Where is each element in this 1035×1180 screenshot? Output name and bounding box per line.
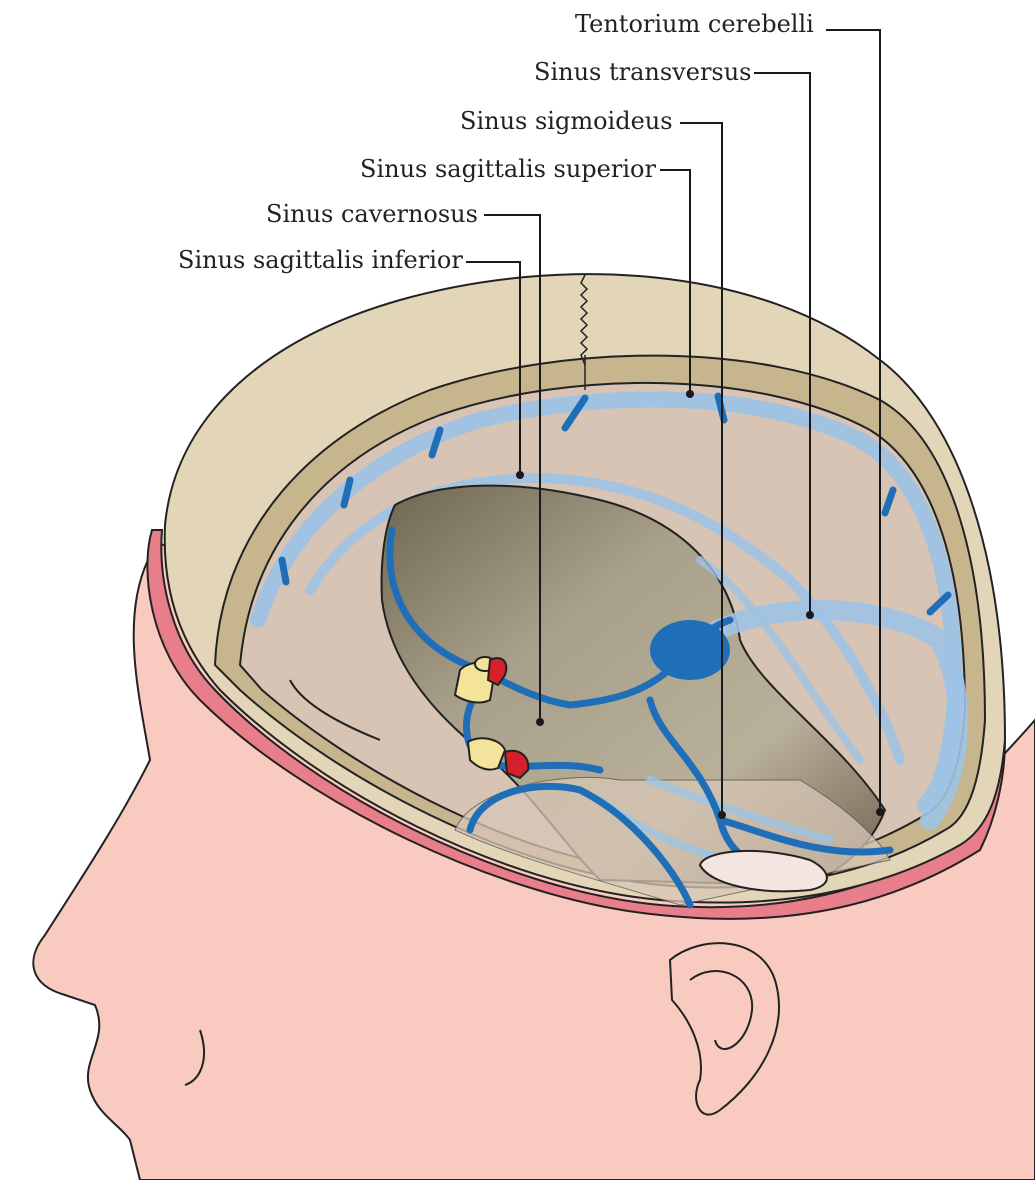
label-sinus-sigmoideus: Sinus sigmoideus: [460, 107, 673, 135]
label-sinus-sagittalis-inferior: Sinus sagittalis inferior: [178, 246, 463, 274]
label-tentorium-cerebelli: Tentorium cerebelli: [575, 10, 814, 38]
label-sinus-sagittalis-superior: Sinus sagittalis superior: [360, 155, 656, 183]
label-sinus-cavernosus: Sinus cavernosus: [266, 200, 478, 228]
label-sinus-transversus: Sinus transversus: [534, 58, 752, 86]
confluence-of-veins: [650, 620, 730, 680]
